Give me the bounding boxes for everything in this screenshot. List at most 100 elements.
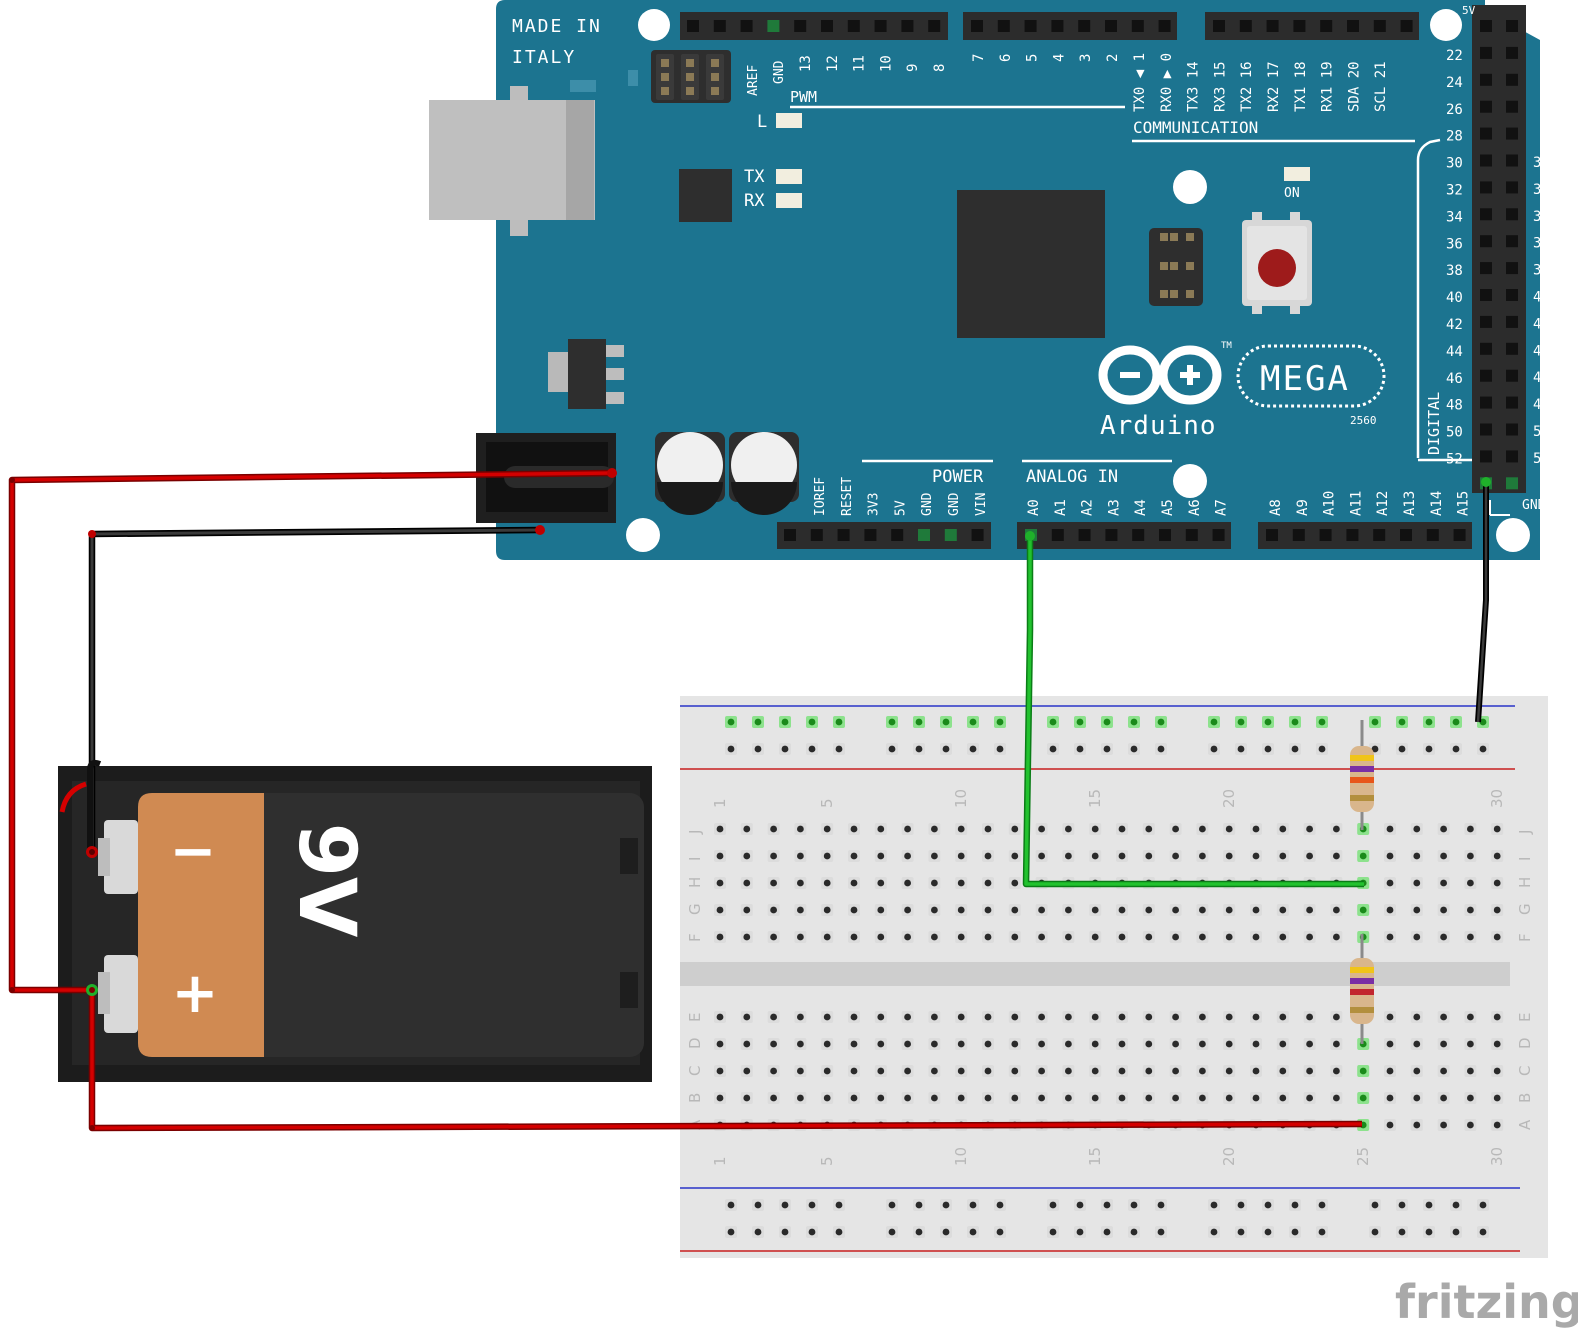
- header-pin: [1480, 73, 1492, 86]
- header-pin: [784, 529, 796, 541]
- pin-label: A8: [1268, 499, 1284, 516]
- row-letter: I: [1516, 857, 1534, 861]
- pin-label: 36: [1446, 236, 1463, 252]
- header-pin: [1480, 450, 1492, 463]
- communication-header: [1205, 12, 1419, 40]
- header-pin: [847, 20, 860, 32]
- pin-label: 28: [1446, 129, 1463, 145]
- pin-label: 7: [971, 54, 987, 62]
- mounting-hole: [1496, 518, 1530, 552]
- row-letter: G: [686, 903, 704, 915]
- pin-label: RX1 19: [1320, 61, 1336, 112]
- power-header: [777, 522, 991, 549]
- wires: [8, 468, 1491, 1132]
- header-pin: [1346, 529, 1359, 541]
- header-pin: [1506, 181, 1518, 194]
- pin-label: GND: [920, 492, 935, 516]
- row-letter: D: [1516, 1037, 1534, 1049]
- analog-header-a8-a15: [1258, 522, 1472, 549]
- row-letter: H: [686, 877, 704, 888]
- header-pin: [1506, 477, 1518, 490]
- plus-symbol: +: [172, 961, 219, 1026]
- led-tx: [776, 169, 802, 184]
- header-pin: [1506, 450, 1518, 463]
- header-pin: [1373, 529, 1386, 541]
- digital-header-right: [1472, 5, 1526, 493]
- battery-lead-black: [87, 759, 102, 852]
- header-pin: [1453, 529, 1466, 541]
- header-pin: [1480, 208, 1492, 221]
- pin-label: 52: [1446, 452, 1463, 468]
- led-l-label: L: [757, 112, 767, 132]
- mounting-hole: [626, 518, 660, 552]
- header-gnd-label: GND: [1522, 498, 1546, 513]
- led-rx-label: RX: [744, 191, 765, 211]
- pin-label: 4: [1051, 54, 1067, 62]
- header-pin: [1051, 529, 1064, 541]
- pin-label: A15: [1456, 491, 1472, 516]
- pin-label: TX2 16: [1239, 61, 1255, 112]
- pin-label: 35: [1533, 209, 1550, 225]
- header-pin: [1506, 235, 1518, 248]
- pin-label: A6: [1187, 499, 1203, 516]
- header-pin: [1400, 529, 1412, 541]
- pin-label: 45: [1533, 343, 1550, 359]
- header-pin: [1506, 20, 1518, 32]
- capacitor: [655, 432, 725, 515]
- battery-voltage: 9V: [281, 823, 371, 938]
- pin-label: 30: [1446, 156, 1463, 172]
- header-pin: [1506, 369, 1518, 382]
- pin-label: 39: [1533, 263, 1550, 279]
- header-pin: [1480, 396, 1492, 409]
- digital-header-pwm: [680, 12, 948, 40]
- capacitor: [729, 432, 799, 515]
- pin-label: 42: [1446, 317, 1463, 333]
- header-pin: [1506, 289, 1518, 301]
- pin-label: 53: [1533, 451, 1550, 467]
- column-number: 5: [818, 1156, 836, 1166]
- header-pin: [1185, 529, 1198, 541]
- pin-label: RESET: [840, 477, 855, 516]
- header-pin: [1131, 20, 1144, 32]
- battery-label-band: [138, 793, 264, 1057]
- pin-label: 37: [1533, 236, 1550, 252]
- pin-label: 34: [1446, 209, 1463, 225]
- pin-label: 3: [1078, 54, 1094, 62]
- header-pin: [1078, 20, 1091, 32]
- digital-bracket: [1416, 138, 1441, 458]
- pin-label: A2: [1080, 499, 1096, 516]
- pin-label: 13: [798, 55, 814, 72]
- voltage-regulator: [548, 339, 624, 409]
- header-pin: [1506, 73, 1518, 86]
- header-pin: [1400, 20, 1413, 32]
- header-pin: [713, 20, 726, 32]
- battery-9v: − + 9V: [58, 766, 652, 1082]
- pin-label: 38: [1446, 263, 1463, 279]
- header-pin: [918, 529, 930, 541]
- chip-number: 2560: [1350, 414, 1377, 427]
- pin-label: SCL 21: [1373, 61, 1389, 112]
- pin-label: 44: [1446, 344, 1463, 360]
- column-number: 10: [952, 789, 970, 808]
- pin-label: A5: [1160, 499, 1176, 516]
- pin-label: A14: [1429, 491, 1445, 516]
- header-pin: [1158, 20, 1171, 32]
- pin-label: 46: [1446, 371, 1463, 387]
- header-pin: [837, 529, 850, 541]
- mounting-hole: [638, 9, 670, 41]
- pin-label: A7: [1214, 499, 1230, 516]
- header-pin: [1506, 315, 1518, 328]
- minus-symbol: −: [170, 819, 217, 884]
- pin-label: 9: [905, 64, 921, 72]
- row-letter: G: [1516, 903, 1534, 915]
- column-number: 15: [1086, 1147, 1104, 1166]
- column-number: 15: [1086, 789, 1104, 808]
- led-tx-label: TX: [744, 167, 765, 187]
- trademark: TM: [1221, 341, 1232, 351]
- pin-label: 8: [932, 64, 948, 72]
- header-pin: [1506, 127, 1518, 140]
- breadboard-labels: 115510101515202025253030JJIIHHGGFFEEDDCC…: [686, 789, 1534, 1166]
- row-letter: H: [1516, 877, 1534, 888]
- arduino-mega-board: MADE IN ITALY: [429, 0, 1550, 560]
